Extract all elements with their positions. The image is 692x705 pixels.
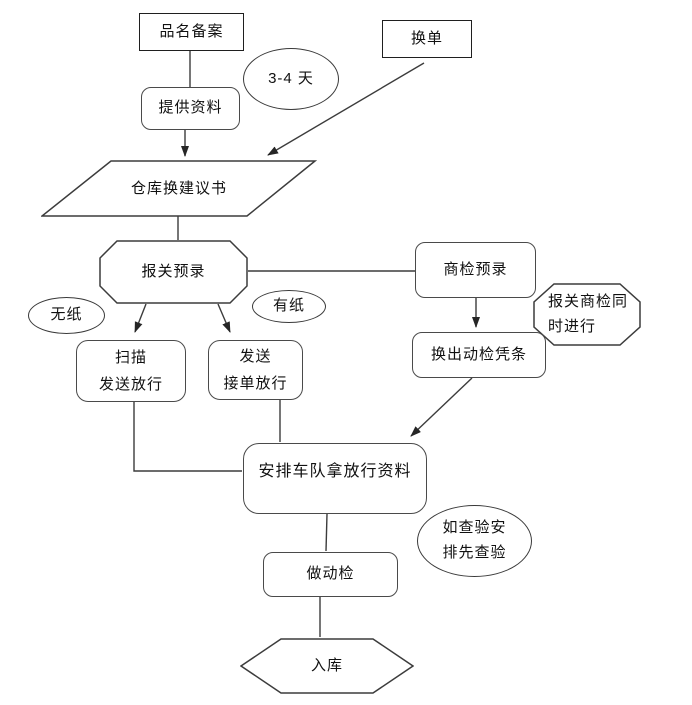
note-label: 报关商检同 时进行 xyxy=(548,292,629,335)
note-tongshi-jinxing: 报关商检同 时进行 xyxy=(533,283,641,346)
parallelogram-shape xyxy=(41,160,317,217)
edge-huanchu-anpai xyxy=(410,377,473,437)
hexagon-shape xyxy=(240,638,414,694)
node-label: 换单 xyxy=(410,29,443,47)
node-label: 安排车队拿放行资料 xyxy=(258,463,412,480)
node-saomiao-fasong-fangxing: 扫描 发送放行 xyxy=(76,340,186,402)
note-youzhi: 有纸 xyxy=(252,290,326,323)
node-fasong-jiedan-fangxing: 发送 接单放行 xyxy=(208,340,303,400)
node-label: 换出动检凭条 xyxy=(430,345,527,363)
note-chayan: 如查验安 排先查验 xyxy=(417,505,532,577)
node-label: 发送 接单放行 xyxy=(223,348,288,392)
node-label: 商检预录 xyxy=(443,260,508,278)
node-label: 品名备案 xyxy=(159,22,224,40)
note-label: 无纸 xyxy=(50,306,83,324)
edge-baoguan-saomiao xyxy=(134,303,147,333)
node-baoguan-yulu: 报关预录 xyxy=(99,240,248,304)
node-huan-dan: 换单 xyxy=(382,20,472,58)
octagon-shape xyxy=(99,240,248,304)
edge-baoguan-fasong xyxy=(217,303,231,333)
node-label: 报关预录 xyxy=(141,262,206,280)
node-huanchu-dongjian-pingtiao: 换出动检凭条 xyxy=(412,332,546,378)
note-label: 有纸 xyxy=(272,297,305,315)
node-cangku-huan-jianyishu: 仓库换建议书 xyxy=(41,160,317,218)
node-tigong-ziliao: 提供资料 xyxy=(141,87,240,130)
node-label: 仓库换建议书 xyxy=(130,179,227,197)
node-label: 扫描 发送放行 xyxy=(98,349,163,393)
node-zuo-dongjian: 做动检 xyxy=(263,552,398,597)
node-shangjian-yulu: 商检预录 xyxy=(415,242,536,298)
node-label: 提供资料 xyxy=(158,99,223,117)
node-anpai-chedui: 安排车队拿放行资料 xyxy=(243,443,427,514)
node-label: 做动检 xyxy=(306,565,355,583)
note-duration: 3-4 天 xyxy=(243,48,339,110)
node-label: 入库 xyxy=(310,656,343,674)
edge-saomiao-anpai xyxy=(133,402,242,472)
octagon-shape xyxy=(533,283,641,346)
node-pinming-beian: 品名备案 xyxy=(139,13,244,51)
note-wuzhi: 无纸 xyxy=(28,297,105,334)
node-ru-ku: 入库 xyxy=(240,638,414,694)
note-label: 如查验安 排先查验 xyxy=(442,519,507,561)
edge-anpai-zuodongjian xyxy=(325,513,328,552)
note-label: 3-4 天 xyxy=(268,69,314,87)
